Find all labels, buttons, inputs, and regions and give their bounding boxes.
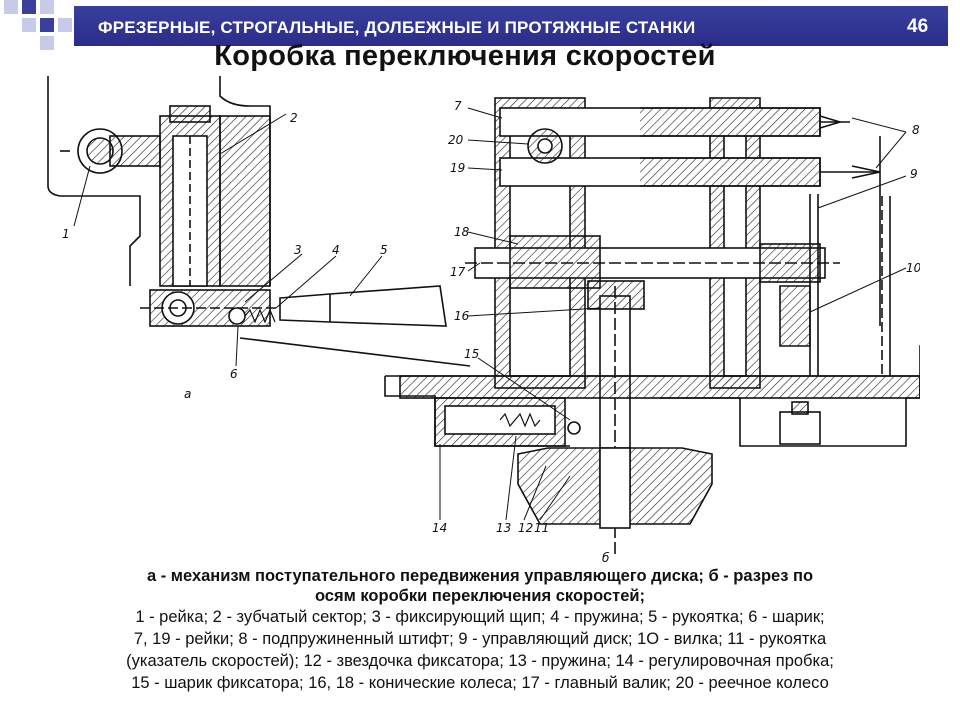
part-label-4: 4 (332, 243, 340, 257)
part-label-2: 2 (290, 111, 298, 125)
part-label-3: 3 (294, 243, 302, 257)
part-label-7: 7 (454, 99, 462, 113)
caption-line-3: 1 - рейка; 2 - зубчатый сектор; 3 - фикс… (135, 608, 825, 626)
part-label-8: 8 (912, 123, 920, 137)
part-label-13: 13 (496, 521, 511, 535)
part-label-9: 9 (910, 167, 918, 181)
view-label-a: а (184, 387, 191, 401)
part-label-11: 11 (534, 521, 549, 535)
part-label-10: 10 (906, 261, 920, 275)
part-label-17: 17 (450, 265, 466, 279)
part-label-6: 6 (230, 367, 238, 381)
caption-line-5: (указатель скоростей); 12 - звездочка фи… (126, 652, 834, 670)
header-bar (74, 6, 948, 46)
part-label-18: 18 (454, 225, 470, 239)
caption-line-2: осям коробки переключения скоростей; (314, 587, 646, 605)
part-label-1: 1 (62, 227, 70, 241)
part-label-20: 20 (448, 133, 464, 147)
part-label-15: 15 (464, 347, 479, 361)
part-label-19: 19 (450, 161, 465, 175)
page-number: 46 (907, 16, 929, 37)
gearbox-technical-drawing: а б 1 2 3 4 5 6 7 8 9 10 11 12 13 14 15 … (47, 76, 920, 564)
caption-line-6: 15 - шарик фиксатора; 16, 18 - конически… (131, 674, 829, 692)
caption-line-4: 7, 19 - рейки; 8 - подпружиненный штифт;… (133, 630, 827, 648)
header-title: ФРЕЗЕРНЫЕ, СТРОГАЛЬНЫЕ, ДОЛБЕЖНЫЕ И ПРОТ… (98, 18, 696, 37)
part-label-14: 14 (432, 521, 447, 535)
part-label-12: 12 (518, 521, 533, 535)
part-label-16: 16 (454, 309, 470, 323)
corner-decoration (4, 0, 72, 50)
slide-title: Коробка переключения скоростей (214, 40, 716, 72)
part-label-5: 5 (380, 243, 388, 257)
view-label-b: б (602, 551, 610, 564)
figure-caption: а - механизм поступательного передвижени… (0, 566, 960, 694)
caption-line-1: а - механизм поступательного передвижени… (146, 567, 814, 585)
